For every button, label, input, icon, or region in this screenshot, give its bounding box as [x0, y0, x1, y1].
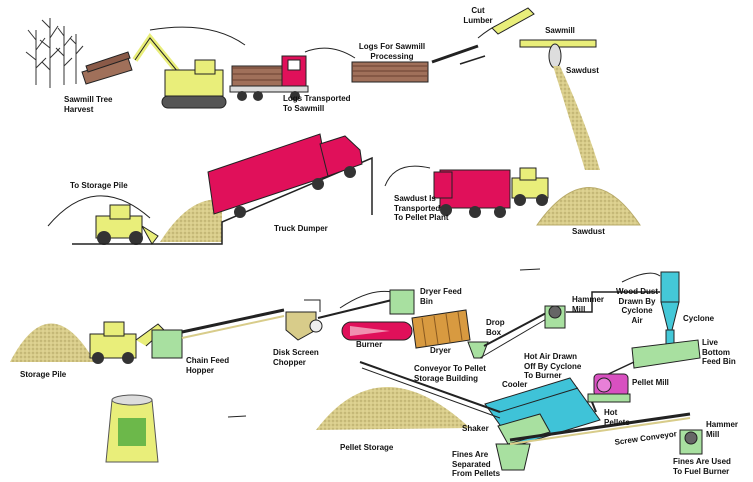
label-pellet-storage: Pellet Storage [340, 443, 394, 452]
live-bottom-feed-bin [631, 339, 701, 369]
label-dryer-feed-bin: Dryer Feed Bin [420, 287, 462, 306]
screw-conveyor [509, 412, 691, 442]
front-loader-3 [89, 321, 165, 364]
label-fines-burner: Fines Are Used To Fuel Burner [673, 457, 731, 476]
storage-pile [10, 323, 95, 362]
label-logs-processing: Logs For Sawmill Processing [358, 42, 426, 61]
dryer-feed-bin [389, 289, 415, 315]
arrow-truck-to-logs [304, 47, 356, 59]
label-sawmill-tree-harvest: Sawmill Tree Harvest [64, 95, 113, 114]
label-fines-separated: Fines Are Separated From Pellets [452, 450, 501, 478]
pellet-mill [587, 373, 631, 403]
front-loader-1 [95, 204, 159, 245]
disk-screen-chopper [285, 299, 323, 341]
label-pellet-mill: Pellet Mill [632, 378, 669, 387]
label-dryer: Dryer [430, 346, 451, 355]
pellet-bag [105, 394, 159, 463]
cut-lumber-stack [491, 7, 535, 35]
label-storage-pile: Storage Pile [20, 370, 67, 379]
dryer-drum [411, 309, 471, 349]
conveyor-logs-to-sawmill [431, 44, 479, 64]
cyclone [660, 271, 680, 345]
shaker [497, 413, 551, 445]
sawdust-pile-top [536, 187, 641, 226]
arrow-sawdust-to-truck [384, 165, 431, 187]
pellet-storage-pile [316, 386, 470, 430]
log-pile [351, 61, 429, 83]
log-loader-machine [81, 33, 227, 109]
label-live-bottom-feed-bin: Live Bottom Feed Bin [702, 338, 736, 366]
label-cut-lumber: Cut Lumber [463, 6, 493, 25]
fines-bin [495, 443, 531, 471]
trees-illustration [25, 18, 84, 88]
pellet-drop [591, 401, 597, 413]
label-disk-screen-chopper: Disk Screen Chopper [273, 348, 319, 367]
sawmill-saw [519, 39, 597, 69]
drop-box [467, 341, 489, 359]
label-logs-transported: Logs Transported To Sawmill [283, 94, 351, 113]
arrow-harvest-to-truck [149, 26, 246, 46]
arrow-to-storage-pile [47, 195, 151, 227]
label-sawmill: Sawmill [545, 26, 575, 35]
label-cooler: Cooler [502, 380, 528, 389]
mill-to-cyclone-duct [566, 291, 660, 313]
front-loader-2 [511, 167, 549, 206]
label-truck-dumper: Truck Dumper [274, 224, 328, 233]
label-drop-box: Drop Box [486, 318, 505, 337]
label-burner: Burner [356, 340, 383, 349]
burner [341, 321, 413, 341]
pellet-storage-conveyor [359, 361, 501, 413]
label-chain-feed-hopper: Chain Feed Hopper [186, 356, 230, 375]
sawdust-stream [553, 66, 600, 170]
dumped-sawdust-pile [160, 199, 222, 242]
hammer-mill-1 [544, 305, 566, 329]
label-sawdust-pile: Sawdust [572, 227, 605, 236]
log-truck [229, 55, 309, 101]
dash-marker-2 [519, 268, 541, 271]
drop-box-to-mill [483, 311, 549, 347]
label-sawdust-top: Sawdust [566, 66, 599, 75]
label-conveyor-storage: Conveyor To Pellet Storage Building [414, 364, 486, 383]
dash-marker-1 [227, 415, 247, 418]
label-shaker: Shaker [462, 424, 489, 433]
label-to-storage-pile: To Storage Pile [70, 181, 128, 190]
label-wood-dust: Wood Dust Drawn By Cyclone Air [615, 287, 659, 325]
hammer-mill-2 [679, 429, 703, 455]
label-hot-pellets: Hot Pellets [604, 408, 630, 427]
chain-conveyor [181, 308, 285, 334]
chain-feed-hopper [151, 329, 183, 359]
truck-dumper-ramp [72, 156, 373, 245]
label-hot-air: Hot Air Drawn Off By Cyclone To Burner [524, 352, 582, 380]
arrow-wood-dust [621, 272, 661, 283]
label-hammer-mill-2: Hammer Mill [706, 420, 739, 439]
top-conveyor-line [459, 55, 486, 65]
sawdust-truck [433, 169, 511, 218]
label-hammer-mill-1: Hammer Mill [572, 295, 605, 314]
tipping-truck [207, 133, 363, 218]
chopper-to-dryer-conveyor [317, 299, 393, 319]
label-cyclone: Cyclone [683, 314, 715, 323]
label-sawdust-transported: Sawdust Is Transported To Pellet Plant [394, 194, 449, 222]
